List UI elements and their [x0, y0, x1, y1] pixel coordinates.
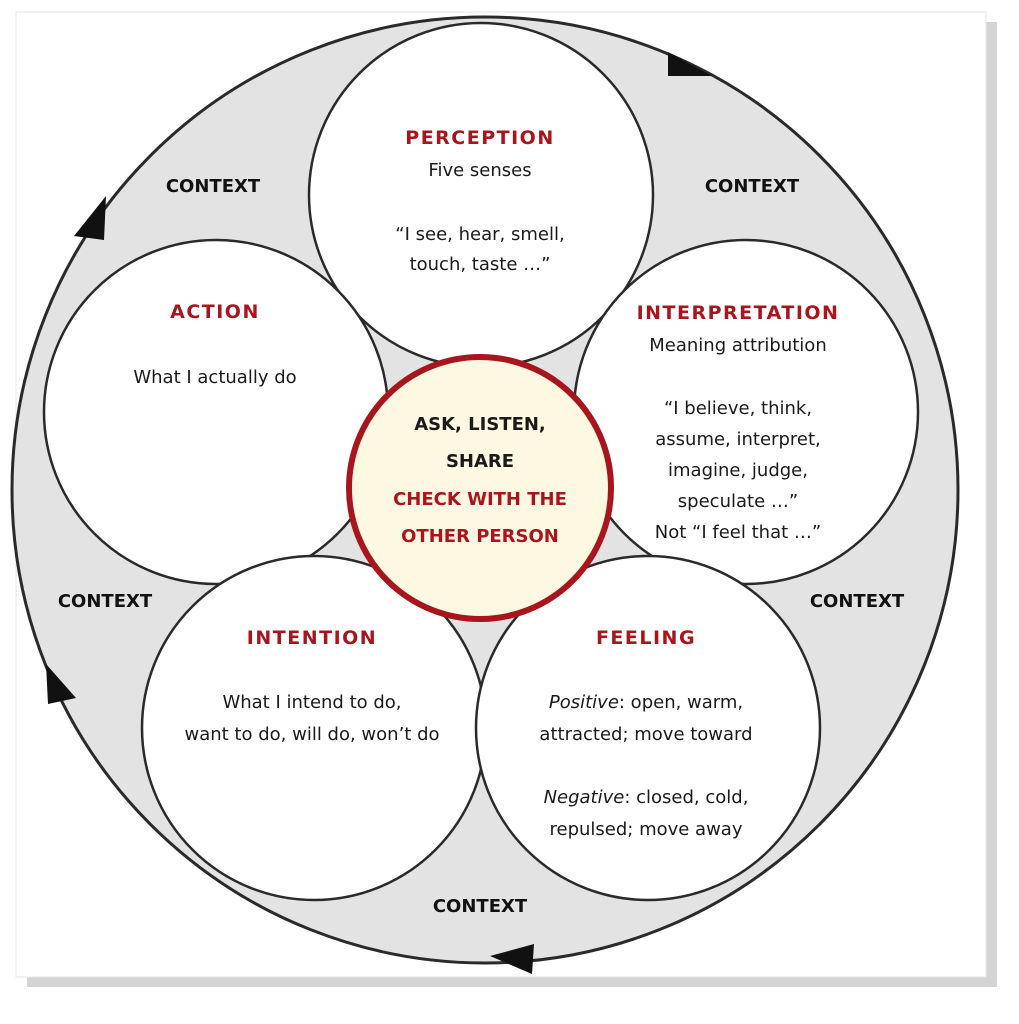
- interpretation-line-1: Meaning attribution: [649, 335, 826, 356]
- action-lobe: [42, 238, 390, 586]
- interpretation-line-6: Not “I feel that …”: [655, 522, 821, 543]
- interpretation-line-4: imagine, judge,: [668, 460, 808, 481]
- cycle-arrow-left-lower: [46, 664, 76, 704]
- interpretation-title: INTERPRETATION: [637, 302, 840, 324]
- feeling-negative-line-2: repulsed; move away: [549, 819, 742, 840]
- context-label-right: CONTEXT: [810, 591, 905, 612]
- center-line-4: OTHER PERSON: [401, 526, 559, 547]
- feeling-negative-label: Negative: [544, 787, 625, 808]
- center-line-1: ASK, LISTEN,: [414, 414, 546, 435]
- interpretation-line-5: speculate …”: [678, 491, 798, 512]
- feeling-positive-label: Positive: [549, 692, 619, 713]
- perception-title: PERCEPTION: [405, 127, 554, 149]
- center-line-3: CHECK WITH THE: [393, 489, 567, 510]
- perception-line-2: “I see, hear, smell,: [395, 224, 564, 245]
- center-line-2: SHARE: [446, 451, 514, 472]
- feeling-negative-line-1: Negative: closed, cold,: [544, 787, 749, 808]
- feeling-lobe: [474, 554, 822, 902]
- intention-line-2: want to do, will do, won’t do: [184, 724, 439, 745]
- context-label-bottom: CONTEXT: [433, 896, 528, 917]
- action-title: ACTION: [170, 301, 260, 323]
- center-circle: [346, 354, 614, 622]
- intention-title: INTENTION: [247, 627, 377, 649]
- feeling-title: FEELING: [596, 627, 696, 649]
- interpretation-line-2: “I believe, think,: [664, 398, 812, 419]
- context-label-left: CONTEXT: [58, 591, 153, 612]
- context-label-top-left: CONTEXT: [166, 176, 261, 197]
- perception-lobe: [307, 21, 655, 369]
- cycle-arrow-left-upper: [74, 196, 106, 240]
- feeling-positive-line-1: Positive: open, warm,: [549, 692, 743, 713]
- intention-line-1: What I intend to do,: [222, 692, 401, 713]
- perception-line-1: Five senses: [428, 160, 531, 181]
- cycle-arrow-bottom: [490, 944, 534, 974]
- feeling-negative-text: : closed, cold,: [624, 787, 748, 808]
- feeling-positive-text: : open, warm,: [619, 692, 743, 713]
- context-label-top-right: CONTEXT: [705, 176, 800, 197]
- interpretation-line-3: assume, interpret,: [655, 429, 820, 450]
- cycle-arrow-top-right: [668, 52, 712, 76]
- feeling-positive-line-2: attracted; move toward: [539, 724, 752, 745]
- action-line-1: What I actually do: [133, 367, 296, 388]
- perception-line-3: touch, taste …”: [410, 254, 551, 275]
